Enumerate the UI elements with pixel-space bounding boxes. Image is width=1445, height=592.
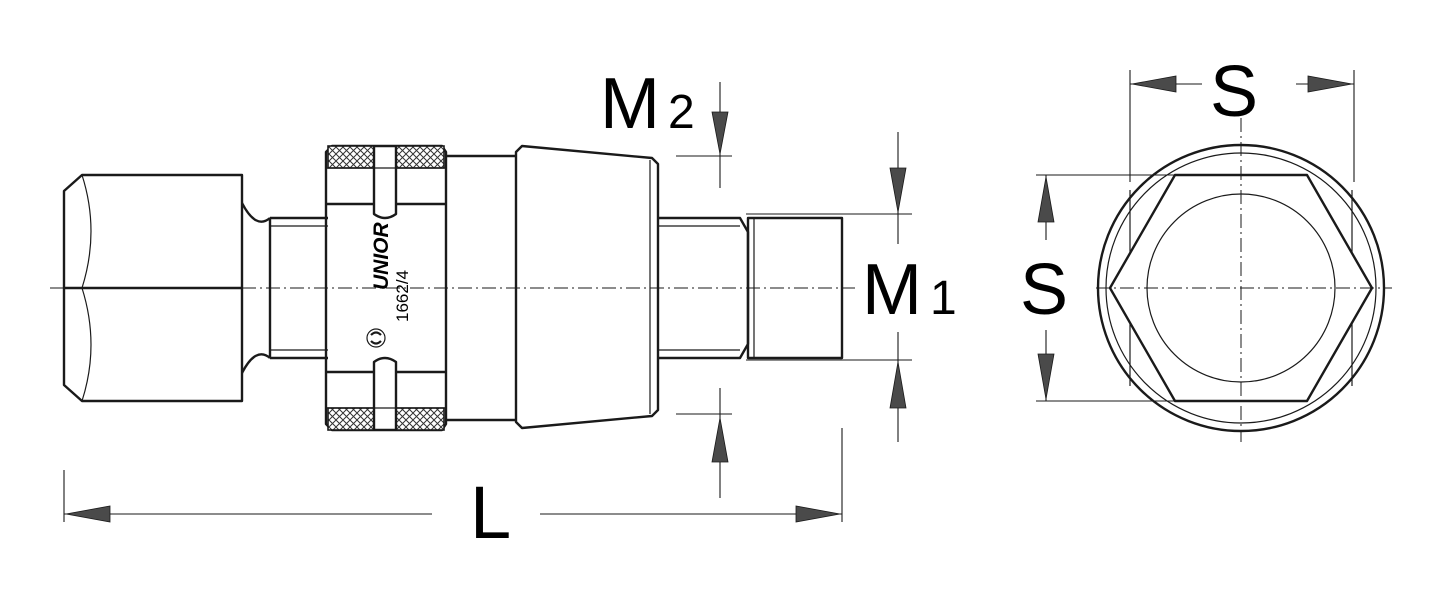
end-view — [1096, 118, 1392, 442]
knurl-bottom-right — [395, 407, 445, 431]
s-height-label: S — [1020, 250, 1068, 330]
brand-engraving: UNIOR — [370, 222, 393, 291]
knurled-collar — [324, 144, 448, 432]
dimension-m2: M 2 — [600, 64, 732, 498]
main-body — [446, 154, 516, 422]
dimension-l: L — [63, 428, 843, 554]
tapered-sleeve — [514, 144, 660, 430]
knurl-top-left — [327, 145, 375, 169]
knurl-bottom-left — [327, 407, 375, 431]
m1-label: M — [862, 250, 922, 330]
side-view: UNIOR 1662/4 — [50, 144, 855, 432]
unior-logo-icon — [366, 328, 386, 348]
m1-subscript: 1 — [930, 272, 957, 325]
outer-circle — [1096, 143, 1386, 433]
dimension-s-width: S — [1129, 52, 1355, 182]
hex-nut-body — [62, 173, 244, 403]
knurl-top-right — [395, 145, 445, 169]
groove-neck — [240, 202, 272, 374]
left-thread-shank — [270, 216, 328, 360]
pilot-end — [746, 216, 844, 360]
length-label: L — [470, 471, 511, 554]
part-number-engraving: 1662/4 — [393, 270, 412, 322]
engraving: UNIOR 1662/4 — [366, 222, 412, 348]
m2-label: M — [600, 64, 660, 144]
s-width-label: S — [1210, 52, 1258, 132]
inner-bore — [1146, 193, 1336, 383]
dimension-m1: M 1 — [746, 132, 957, 442]
dimension-s-height: S — [1020, 174, 1176, 402]
m2-subscript: 2 — [668, 86, 695, 139]
outer-circle-inner — [1105, 152, 1377, 424]
